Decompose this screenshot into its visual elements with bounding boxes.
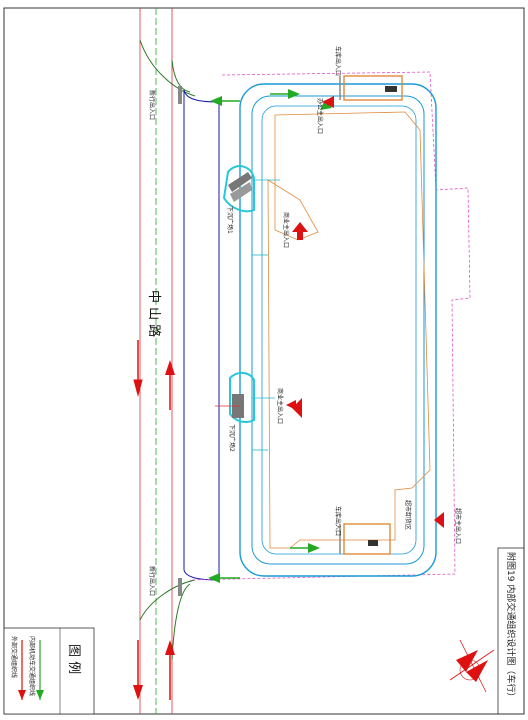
sunken-plaza-1-label: 下沉广场1 xyxy=(226,206,234,234)
north-arrow-icon xyxy=(449,639,495,693)
entrance-arrows xyxy=(286,96,444,528)
internal-traffic-arrows xyxy=(208,89,332,583)
entrance-vehicle-bottom: 车库出入口 xyxy=(334,506,342,536)
road-direction-arrows xyxy=(133,340,175,700)
legend-item-internal: 内部机动车交通组织线 xyxy=(28,636,36,696)
garage-ramp-bottom xyxy=(339,523,391,555)
title-block xyxy=(497,547,525,715)
legend-title: 图 例 xyxy=(66,644,81,674)
entrance-office-main: 办公主出入口 xyxy=(316,98,324,134)
road-name: 中 山 路 xyxy=(146,290,162,337)
cyan-connectors xyxy=(252,179,280,451)
legend-item-external: 外部交通组织线 xyxy=(10,636,18,678)
entrance-supermarket-goods: 超市卸货区 xyxy=(404,500,412,530)
title-block-text: 附图19 内部交通组织设计图（车行） xyxy=(505,552,517,701)
entrance-vehicle-top: 车库出入口 xyxy=(334,46,342,76)
building-outline xyxy=(267,111,431,549)
sunken-plaza-2-label: 下沉广场2 xyxy=(228,424,236,452)
entrance-vehicle-left-bottom: 新行出入口 xyxy=(148,566,156,596)
site-boundary xyxy=(189,71,471,581)
entrance-vehicle-left-top: 新行出入口 xyxy=(148,90,156,120)
legend xyxy=(3,627,95,715)
entrance-supermarket-main: 超市主出入口 xyxy=(454,508,462,544)
sunken-plaza-1 xyxy=(222,165,255,213)
entrance-commercial-main-2: 商业主出入口 xyxy=(276,388,284,424)
drawing-frame xyxy=(3,7,525,715)
entrance-commercial-main-1: 商业主出入口 xyxy=(282,212,290,248)
internal-ring-road xyxy=(239,83,437,577)
zhongshan-road xyxy=(139,8,221,714)
sunken-plaza-2 xyxy=(215,372,255,423)
garage-ramp-top xyxy=(339,75,403,101)
